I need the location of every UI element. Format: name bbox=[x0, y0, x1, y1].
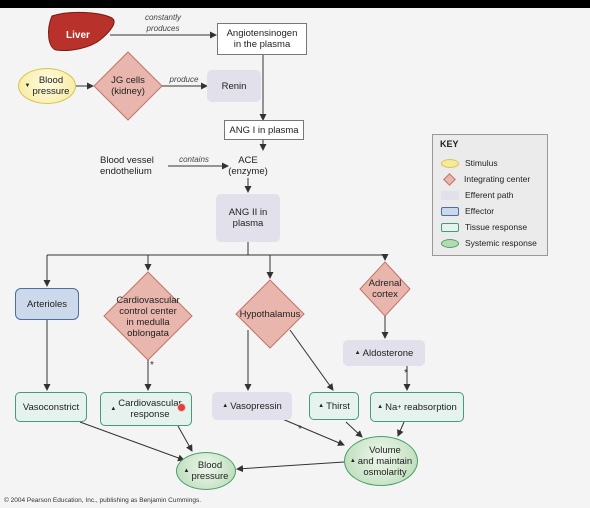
na-reabsorption-box: Na+ reabsorption bbox=[370, 392, 464, 422]
key-label: Efferent path bbox=[465, 190, 514, 200]
arterioles-box: Arterioles bbox=[15, 288, 79, 320]
efferent-swatch bbox=[441, 190, 459, 200]
systemic-swatch bbox=[441, 238, 459, 248]
star-cardio: * bbox=[150, 360, 154, 371]
tissue-swatch bbox=[441, 222, 459, 232]
stimulus-swatch bbox=[441, 158, 459, 168]
key-label: Effector bbox=[465, 206, 495, 216]
cardio-response-box: Cardiovascular response bbox=[100, 392, 192, 426]
jg-cells-diamond bbox=[93, 51, 163, 121]
key-label: Stimulus bbox=[465, 158, 498, 168]
hypothalamus-label: Hypothalamus bbox=[239, 308, 301, 320]
key-row-stimulus: Stimulus bbox=[441, 157, 498, 169]
aldosterone-box: Aldosterone bbox=[343, 340, 425, 366]
key-row-integrating: Integrating center bbox=[441, 172, 531, 186]
thirst-box: Thirst bbox=[309, 392, 359, 420]
edge-label-contains: contains bbox=[179, 154, 209, 164]
key-title: KEY bbox=[440, 139, 459, 149]
ang1-box: ANG I in plasma bbox=[224, 120, 304, 140]
star-aldosterone: * bbox=[404, 368, 408, 379]
arrows bbox=[43, 31, 411, 473]
edge-label-produce: produce bbox=[169, 74, 199, 84]
reabsorption-text: reabsorption bbox=[401, 401, 457, 413]
blood-pressure-stimulus: Blood pressure bbox=[18, 68, 76, 104]
ace-label: ACE (enzyme) bbox=[228, 155, 268, 177]
hypothalamus-diamond bbox=[235, 279, 305, 349]
copyright-text: © 2004 Pearson Education, Inc., publishi… bbox=[4, 497, 202, 504]
renin-box: Renin bbox=[207, 70, 261, 102]
blood-vessel-endothelium-label: Blood vessel endothelium bbox=[100, 155, 154, 177]
effector-swatch bbox=[441, 206, 459, 216]
cardio-center-label: Cardiovascular control center in medulla… bbox=[116, 295, 180, 339]
volume-osmolarity-node: Volume and maintain osmolarity bbox=[344, 436, 418, 486]
key-label: Integrating center bbox=[464, 174, 531, 184]
vasoconstrict-box: Vasoconstrict bbox=[15, 392, 87, 422]
key-legend: KEY Stimulus Integrating center Efferent… bbox=[432, 134, 548, 256]
key-row-efferent: Efferent path bbox=[441, 189, 514, 201]
top-bar bbox=[0, 0, 590, 8]
edge-label-constantly-produces: constantly produces bbox=[144, 13, 182, 33]
cursor-marker bbox=[177, 403, 186, 412]
star-vasopressin: * bbox=[298, 424, 302, 435]
angiotensinogen-box: Angiotensinogen in the plasma bbox=[217, 23, 307, 55]
key-row-effector: Effector bbox=[441, 205, 494, 217]
ang2-box: ANG II in plasma bbox=[216, 194, 280, 242]
key-row-tissue: Tissue response bbox=[441, 221, 527, 233]
na-superscript: + bbox=[397, 403, 402, 411]
adrenal-cortex-label: Adrenal cortex bbox=[368, 278, 402, 300]
na-text: Na bbox=[385, 401, 398, 413]
key-row-systemic: Systemic response bbox=[441, 237, 537, 249]
key-label: Tissue response bbox=[465, 222, 528, 232]
integrating-swatch bbox=[443, 172, 456, 186]
blood-pressure-response: Blood pressure bbox=[176, 452, 236, 490]
liver-label: Liver bbox=[66, 29, 90, 41]
liver-shape bbox=[48, 11, 115, 51]
vasopressin-box: Vasopressin bbox=[212, 392, 292, 420]
jg-cells-label: JG cells (kidney) bbox=[111, 75, 145, 97]
key-label: Systemic response bbox=[465, 238, 537, 248]
